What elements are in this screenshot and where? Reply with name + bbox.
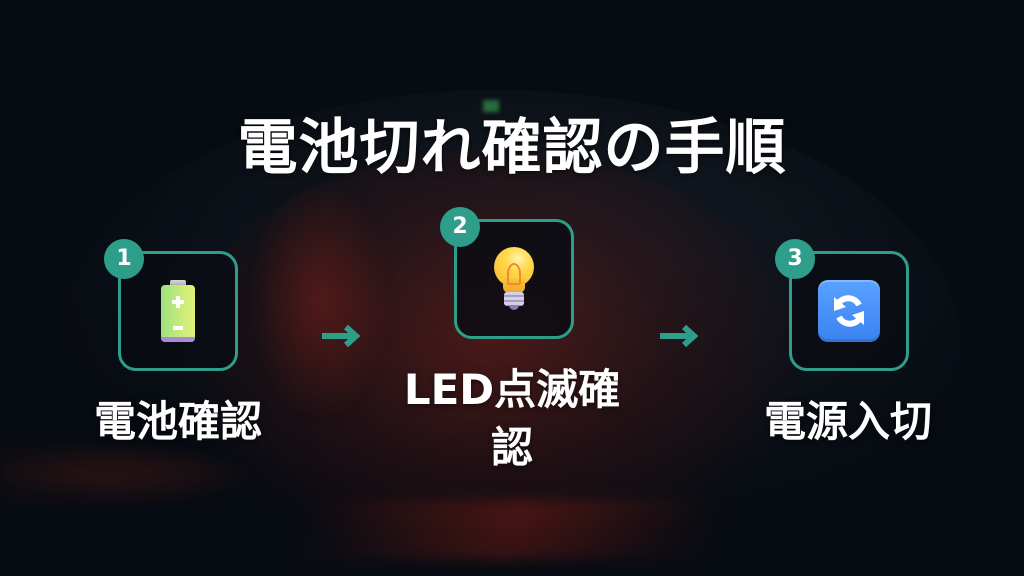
step-label-line-2: 認 — [490, 423, 533, 472]
red-glow — [180, 150, 800, 570]
arrow-right-icon — [660, 325, 699, 347]
red-light-streak-left — [0, 440, 260, 510]
refresh-icon — [818, 280, 880, 342]
red-glow-side — [250, 180, 390, 420]
step-label: 電池確認 — [93, 397, 262, 446]
step-label: 電源入切 — [763, 397, 932, 446]
page-title: 電池切れ確認の手順 — [237, 113, 787, 183]
step-label-line-1: LED点滅確 — [403, 365, 621, 414]
light-bulb-icon — [492, 247, 536, 311]
red-light-streak — [289, 500, 731, 560]
green-led — [483, 100, 499, 112]
battery-icon — [161, 280, 195, 342]
step-number-badge: 3 — [775, 239, 815, 279]
step-number-badge: 1 — [104, 239, 144, 279]
step-icon-card — [454, 219, 574, 339]
arrow-right-icon — [322, 325, 361, 347]
step-number-badge: 2 — [440, 207, 480, 247]
